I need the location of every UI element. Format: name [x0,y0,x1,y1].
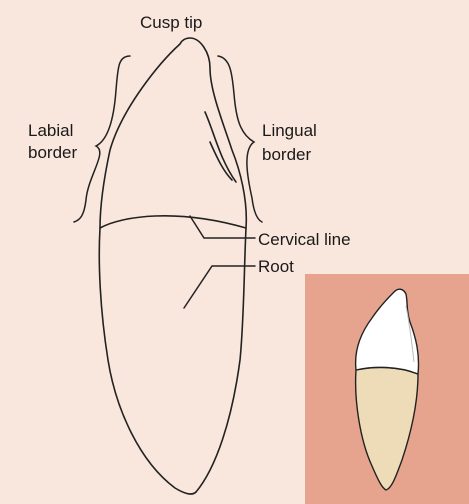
lingual-border-label-line2: border [262,145,311,164]
cusp-tip-label: Cusp tip [140,13,202,32]
cervical-line-label: Cervical line [258,230,351,249]
labial-border-label-line2: border [28,143,77,162]
tooth-inset [305,274,469,504]
lingual-border-label-line1: Lingual [262,121,317,140]
root-label: Root [258,257,294,276]
labial-border-label-line1: Labial [28,121,73,140]
